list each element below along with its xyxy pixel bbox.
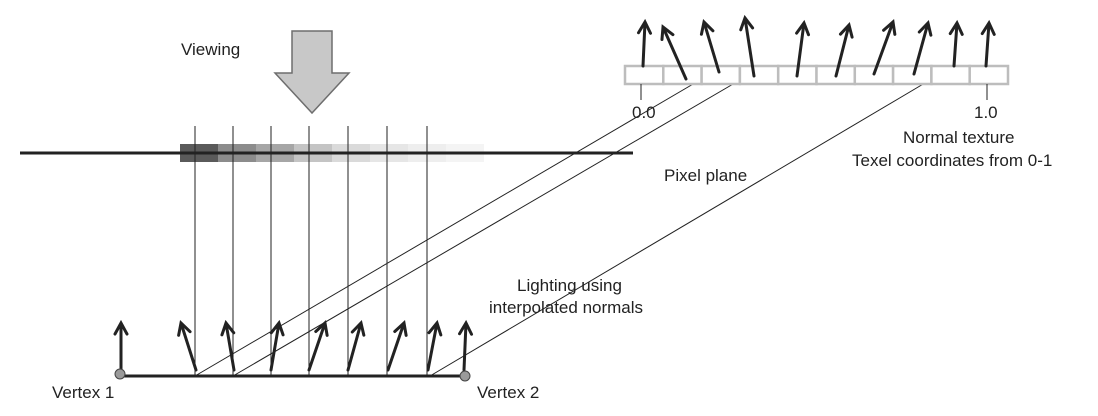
normal-arrow-icon — [177, 320, 198, 372]
texel-cell — [891, 64, 933, 86]
normal-arrow-icon — [307, 320, 329, 372]
label-tex-start: 0.0 — [632, 103, 656, 122]
normal-arrow-icon — [113, 319, 129, 374]
normal-arrow-icon — [660, 24, 688, 81]
mapping-line — [429, 79, 931, 377]
texel-cell — [738, 64, 780, 86]
texel-cell — [968, 64, 1010, 86]
label-tex-end: 1.0 — [974, 103, 998, 122]
viewing-arrow — [273, 30, 351, 115]
label-viewing: Viewing — [181, 40, 240, 59]
texture-mapping-lines — [194, 79, 931, 377]
texel-cell — [930, 64, 971, 86]
label-lighting-2: interpolated normals — [489, 298, 643, 317]
normal-arrow-icon — [346, 319, 366, 372]
label-vertex-1: Vertex 1 — [52, 383, 114, 402]
normal-arrow-icon — [980, 19, 996, 68]
texel-cell — [700, 64, 742, 86]
vertex-1-dot — [114, 368, 126, 380]
normal-arrow-icon — [637, 18, 652, 68]
normal-arrow-icon — [426, 319, 443, 372]
projection-lines — [194, 126, 428, 376]
edge-normals — [113, 319, 474, 374]
label-vertex-2: Vertex 2 — [477, 383, 539, 402]
normal-arrow-icon — [739, 14, 756, 78]
normal-arrow-icon — [912, 19, 933, 76]
normal-arrow-icon — [872, 19, 897, 76]
label-texel-coordinates: Texel coordinates from 0-1 — [852, 151, 1052, 170]
label-lighting-1: Lighting using — [517, 276, 622, 295]
label-pixel-plane: Pixel plane — [664, 166, 747, 185]
normal-arrow-icon — [458, 319, 474, 372]
mapping-line — [232, 79, 741, 377]
normal-arrow-icon — [834, 21, 854, 78]
normal-arrow-icon — [269, 319, 285, 372]
normal-arrow-icon — [699, 18, 721, 74]
vertex-2-dot — [459, 370, 471, 382]
texture-normals — [637, 14, 996, 81]
texel-cell — [623, 64, 665, 86]
normal-arrow-icon — [220, 319, 236, 372]
normal-arrow-icon — [948, 19, 964, 68]
normal-arrow-icon — [386, 320, 408, 372]
normal-arrow-icon — [795, 19, 811, 78]
label-normal-texture: Normal texture — [903, 128, 1014, 147]
